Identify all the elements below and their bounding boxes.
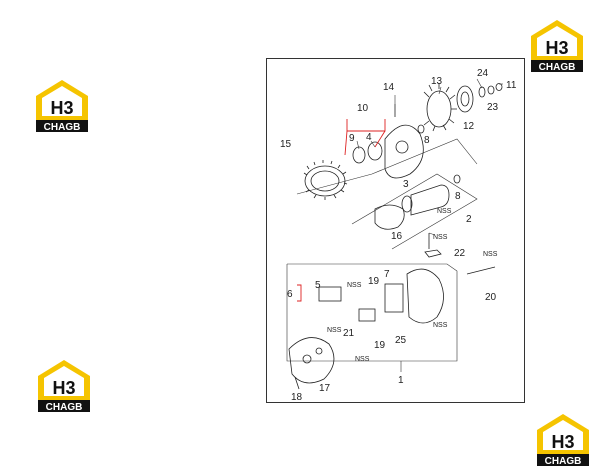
callout-7: 7 [384,269,390,280]
rotor-part-2 [401,174,461,216]
callout-19a: 19 [368,276,380,287]
h3-logo-icon: H3 CHAGB [531,20,583,73]
h3-logo-bottom-right: H3 CHAGB [533,412,595,468]
svg-text:CHAGB: CHAGB [44,122,81,133]
callout-4: 4 [366,132,372,143]
callout-18: 18 [291,392,303,402]
callout-21: 21 [343,328,355,339]
svg-text:CHAGB: CHAGB [539,62,576,73]
bearing-part-8a [417,124,425,134]
group-outline-2 [351,173,478,250]
bolt-part-20 [466,266,496,275]
svg-text:H3: H3 [50,98,73,118]
callout-22: 22 [454,248,466,259]
callout-24: 24 [477,68,489,79]
callout-8a: 8 [424,135,430,146]
callout-16: 16 [391,231,403,242]
callout-25: 25 [395,335,407,346]
h3-logo-icon: H3 CHAGB [537,414,589,467]
callout-2: 2 [466,214,472,225]
nss-label-bolt: NSS [483,251,498,258]
nss-label-stud: NSS [433,234,448,241]
callout-11: 11 [506,80,517,91]
nss-label-brush: NSS [327,327,342,334]
stator-part-15 [303,160,348,200]
stud-part-22 [424,233,442,258]
callout-9: 9 [349,133,355,144]
rear-housing-part-7 [318,268,444,324]
h3-logo-top-left: H3 CHAGB [32,78,94,134]
diagram-drawing: 15 14 10 9 4 13 24 11 12 23 8 3 8 NSS 2 … [280,68,517,402]
callout-12: 12 [463,121,475,132]
callout-1: 1 [398,375,404,386]
callout-20: 20 [485,292,497,303]
pulley-part-12 [456,85,474,113]
callout-19b: 19 [374,340,386,351]
h3-logo-icon: H3 CHAGB [38,360,90,413]
leader-10 [346,119,386,132]
callout-13: 13 [431,76,443,87]
front-housing-part-10 [352,124,424,179]
callout-3: 3 [403,179,409,190]
svg-text:H3: H3 [545,38,568,58]
fan-part-13 [423,83,457,132]
h3-logo-icon: H3 CHAGB [36,80,88,133]
h3-logo-top-right: H3 CHAGB [527,18,589,74]
nss-label-rotor: NSS [437,208,452,215]
rear-cover-part-17 [288,337,335,384]
callout-14: 14 [383,82,395,93]
nss-label-holder: NSS [347,282,362,289]
callout-23: 23 [487,102,499,113]
svg-text:H3: H3 [551,432,574,452]
alternator-exploded-diagram: 15 14 10 9 4 13 24 11 12 23 8 3 8 NSS 2 … [266,58,525,403]
washer-part-23 [487,85,495,95]
svg-text:CHAGB: CHAGB [46,402,83,413]
callout-5: 5 [315,280,321,291]
svg-text:CHAGB: CHAGB [545,456,582,467]
nss-label-housing: NSS [433,322,448,329]
screw-part-18 [294,376,300,390]
callout-10: 10 [357,103,369,114]
group-outline-1 [286,263,458,362]
callout-15: 15 [280,139,292,150]
svg-text:H3: H3 [52,378,75,398]
nss-label-screw: NSS [355,356,370,363]
callout-6: 6 [287,289,293,300]
leader-6 [297,284,302,302]
callout-8b: 8 [455,191,461,202]
callout-17: 17 [319,383,331,394]
spacer-part-24 [478,86,486,98]
h3-logo-bottom-left: H3 CHAGB [34,358,96,414]
nut-part-11 [495,83,503,91]
rectifier-part-16 [374,204,405,230]
group-outline-10 [296,138,478,195]
